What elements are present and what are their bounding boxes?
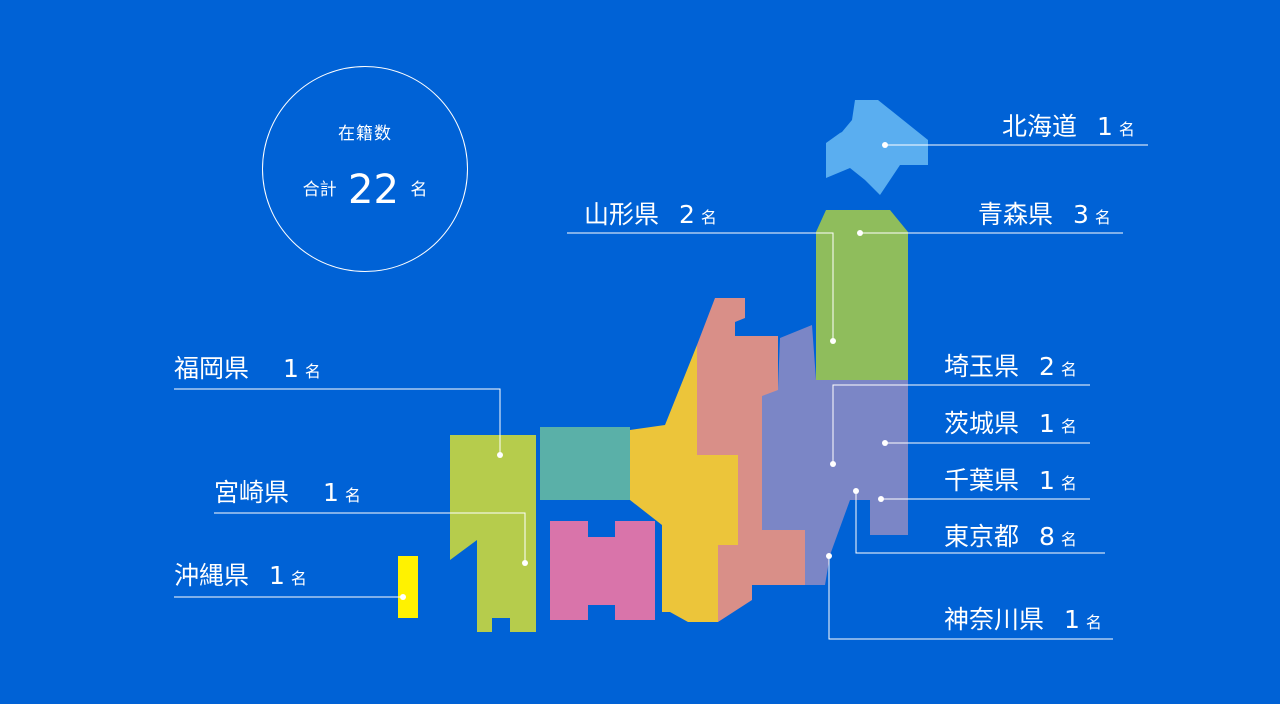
prefecture-count: 1 <box>1039 466 1055 495</box>
leader-fukuoka <box>174 388 501 455</box>
leader-miyazaki <box>214 512 526 563</box>
prefecture-name: 茨城県 <box>944 409 1020 438</box>
leader-tokyo <box>855 491 1105 554</box>
prefecture-count: 8 <box>1039 522 1055 551</box>
leader-ibaraki-dot <box>882 440 888 446</box>
summary-total-unit: 名 <box>410 180 428 200</box>
prefecture-count: 2 <box>679 200 695 229</box>
prefecture-name: 沖縄県 <box>174 561 250 590</box>
unit-label: 名 <box>344 486 361 505</box>
leader-chiba-dot <box>878 496 884 502</box>
leader-fukuoka-dot <box>497 452 503 458</box>
summary-total-prefix: 合計 <box>302 180 337 200</box>
unit-label: 名 <box>1118 120 1135 139</box>
region-chugoku <box>540 427 630 500</box>
leader-saitama <box>832 384 1090 464</box>
prefecture-name: 千葉県 <box>944 466 1020 495</box>
leader-tokyo-dot <box>853 488 859 494</box>
prefecture-name: 山形県 <box>584 200 660 229</box>
region-hokkaido <box>826 100 928 195</box>
prefecture-name: 神奈川県 <box>944 605 1045 634</box>
prefecture-count: 1 <box>1064 605 1080 634</box>
prefecture-count: 1 <box>1097 112 1113 141</box>
region-kanto <box>762 325 908 585</box>
leader-yamagata <box>567 232 834 341</box>
prefecture-count: 3 <box>1073 200 1089 229</box>
region-kyushu <box>450 435 536 632</box>
unit-label: 名 <box>304 362 321 381</box>
prefecture-count: 1 <box>269 561 285 590</box>
leader-kanagawa-dot <box>826 553 832 559</box>
prefecture-count: 1 <box>1039 409 1055 438</box>
prefecture-count: 1 <box>283 354 299 383</box>
unit-label: 名 <box>1060 530 1077 549</box>
unit-label: 名 <box>290 569 307 588</box>
leader-kanagawa <box>828 556 1113 640</box>
leader-aomori-dot <box>857 230 863 236</box>
region-tohoku <box>816 210 908 380</box>
leader-hokkaido-dot <box>882 142 888 148</box>
region-okinawa <box>398 556 418 618</box>
prefecture-name: 埼玉県 <box>944 352 1020 381</box>
prefecture-name: 東京都 <box>944 522 1020 551</box>
prefecture-count: 2 <box>1039 352 1055 381</box>
region-chubu <box>697 298 805 622</box>
prefecture-name: 青森県 <box>978 200 1054 229</box>
leader-okinawa-dot <box>400 594 406 600</box>
unit-label: 名 <box>1094 208 1111 227</box>
region-kinki <box>630 345 738 622</box>
prefecture-name: 福岡県 <box>174 354 250 383</box>
unit-label: 名 <box>1060 417 1077 436</box>
summary-total: 合計 22 名 <box>263 167 467 213</box>
leader-saitama-dot <box>830 461 836 467</box>
unit-label: 名 <box>1060 474 1077 493</box>
summary-title: 在籍数 <box>338 124 392 144</box>
prefecture-name: 北海道 <box>1002 112 1078 141</box>
leader-miyazaki-dot <box>522 560 528 566</box>
unit-label: 名 <box>1085 613 1102 632</box>
leader-yamagata-dot <box>830 338 836 344</box>
prefecture-name: 宮崎県 <box>214 478 290 507</box>
member-summary-circle: 在籍数 合計 22 名 <box>262 66 468 272</box>
summary-total-number: 22 <box>348 167 399 213</box>
prefecture-count: 1 <box>323 478 339 507</box>
unit-label: 名 <box>1060 360 1077 379</box>
unit-label: 名 <box>700 208 717 227</box>
region-shikoku <box>550 521 655 620</box>
